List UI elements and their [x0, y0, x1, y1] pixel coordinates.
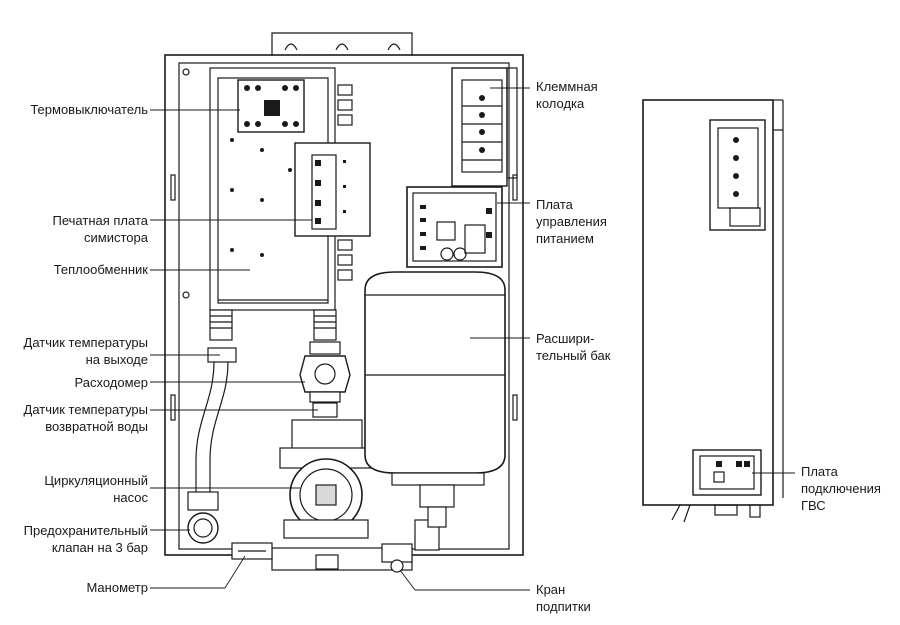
label-safety-valve: Предохранительный клапан на 3 бар — [23, 523, 148, 555]
leader-lines — [150, 87, 795, 591]
label-expansion-tank: Расшири- тельный бак — [536, 331, 611, 363]
expansion-tank — [364, 271, 506, 528]
dhw-board — [692, 449, 762, 496]
output-pipe — [195, 361, 229, 492]
label-dhw-board: Плата подключения ГВС — [801, 464, 881, 513]
safety-valve — [187, 512, 219, 544]
label-flowmeter: Расходомер — [74, 375, 148, 390]
mounting-bracket — [271, 32, 413, 56]
terminal-block — [451, 67, 518, 187]
label-thermo-switch: Термовыключатель — [30, 102, 148, 117]
label-circulation-pump: Циркуляционный насос — [44, 473, 148, 505]
label-power-board: Плата управления питанием — [536, 197, 607, 246]
label-fill-valve: Кран подпитки — [536, 582, 591, 614]
power-board — [406, 186, 503, 268]
main-unit — [164, 32, 524, 573]
label-temp-sensor-out: Датчик температуры на выходе — [23, 335, 148, 367]
side-view — [642, 99, 784, 523]
manometer — [231, 542, 273, 560]
label-terminal-block: Клеммная колодка — [536, 79, 598, 111]
circulation-pump — [279, 419, 377, 539]
flowmeter — [299, 341, 351, 403]
triac-board — [294, 142, 371, 237]
label-triac-board: Печатная плата симистора — [52, 213, 148, 245]
label-heat-exchanger: Теплообменник — [53, 262, 148, 277]
label-temp-sensor-return: Датчик температуры возвратной воды — [23, 402, 148, 434]
label-manometer: Манометр — [86, 580, 148, 595]
